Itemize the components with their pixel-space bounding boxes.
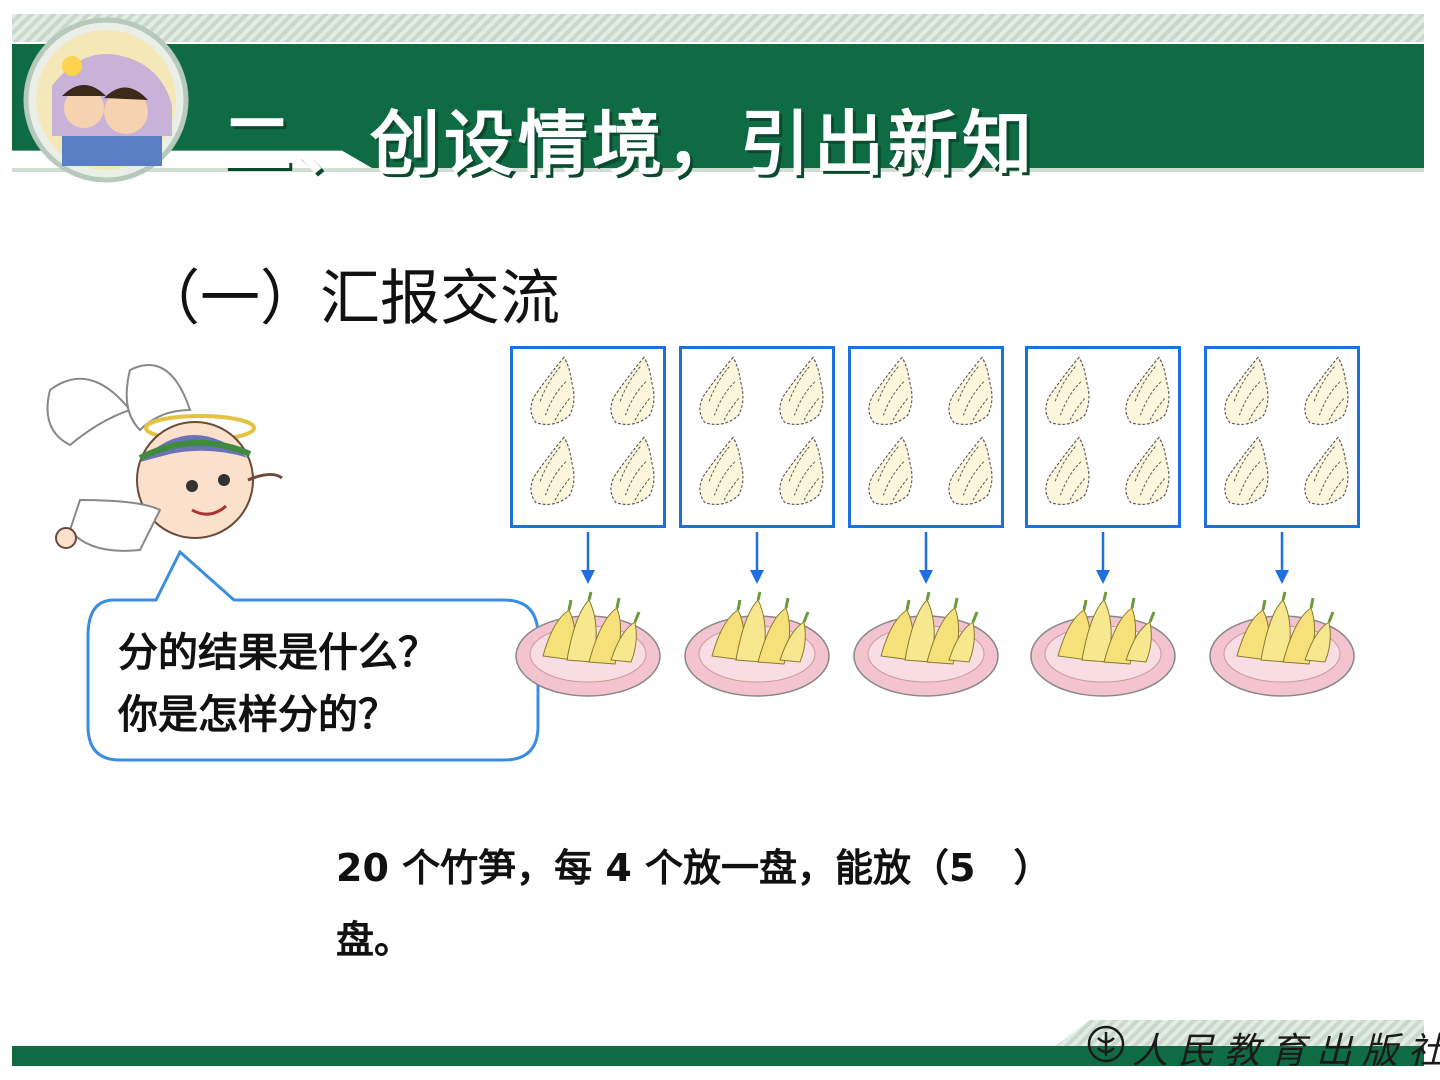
header-banner: [12, 44, 1424, 168]
group-box: [679, 346, 835, 528]
bamboo-shoot-outline-icon: [861, 433, 917, 513]
bubble-line-1: 分的结果是什么？: [118, 630, 438, 676]
bamboo-shoot-outline-icon: [1217, 433, 1273, 513]
plate-of-bamboo-shoots-icon: [1028, 590, 1178, 702]
bamboo-shoot-outline-icon: [523, 433, 579, 513]
bamboo-shoot-outline-icon: [941, 353, 997, 433]
publisher-logo-icon: [1087, 1025, 1125, 1063]
plate-of-bamboo-shoots-icon: [513, 590, 663, 702]
footer-bar: [12, 1046, 1424, 1066]
bamboo-shoot-outline-icon: [1038, 353, 1094, 433]
group-box: [848, 346, 1004, 528]
question-part-1: 20 个竹笋，每 4 个放一盘，能放（: [336, 846, 950, 890]
bamboo-shoot-outline-icon: [1118, 353, 1174, 433]
bamboo-shoot-outline-icon: [772, 433, 828, 513]
angel-icon: [46, 364, 283, 552]
bamboo-shoot-outline-icon: [1217, 353, 1273, 433]
question-text: 20 个竹笋，每 4 个放一盘，能放（5 ） 盘。: [336, 832, 1236, 976]
bamboo-shoot-outline-icon: [1297, 433, 1353, 513]
header-stripe: [12, 14, 1424, 42]
question-part-2: ）: [975, 846, 1052, 890]
bamboo-shoot-outline-icon: [1297, 353, 1353, 433]
speech-bubble: [86, 549, 540, 762]
publisher-name: 人民教育出版社: [1132, 1031, 1440, 1072]
section-heading: （一）汇报交流: [140, 264, 560, 334]
down-arrow-icon: [1275, 532, 1289, 584]
plate-of-bamboo-shoots-icon: [682, 590, 832, 702]
page-title: 二、创设情境，引出新知: [222, 102, 1036, 185]
bamboo-shoot-outline-icon: [692, 353, 748, 433]
bamboo-shoot-outline-icon: [603, 353, 659, 433]
bamboo-shoot-outline-icon: [1118, 433, 1174, 513]
bamboo-shoot-outline-icon: [1038, 433, 1094, 513]
footer-tab: [1050, 1020, 1424, 1050]
plate-of-bamboo-shoots-icon: [851, 590, 1001, 702]
bamboo-shoot-outline-icon: [692, 433, 748, 513]
group-box: [1025, 346, 1181, 528]
header-divider: [12, 168, 1424, 172]
plate-of-bamboo-shoots-icon: [1207, 590, 1357, 702]
down-arrow-icon: [1096, 532, 1110, 584]
group-box: [510, 346, 666, 528]
bubble-text: 分的结果是什么？ 你是怎样分的？: [118, 622, 438, 746]
bamboo-shoot-outline-icon: [523, 353, 579, 433]
down-arrow-icon: [581, 532, 595, 584]
answer-value: 5: [949, 846, 976, 890]
down-arrow-icon: [919, 532, 933, 584]
bubble-line-2: 你是怎样分的？: [118, 692, 398, 738]
children-medallion-icon: [23, 17, 189, 183]
question-part-3: 盘。: [336, 918, 413, 962]
bamboo-shoot-outline-icon: [603, 433, 659, 513]
bamboo-shoot-outline-icon: [772, 353, 828, 433]
down-arrow-icon: [750, 532, 764, 584]
bamboo-shoot-outline-icon: [861, 353, 917, 433]
bamboo-shoot-outline-icon: [941, 433, 997, 513]
group-box: [1204, 346, 1360, 528]
